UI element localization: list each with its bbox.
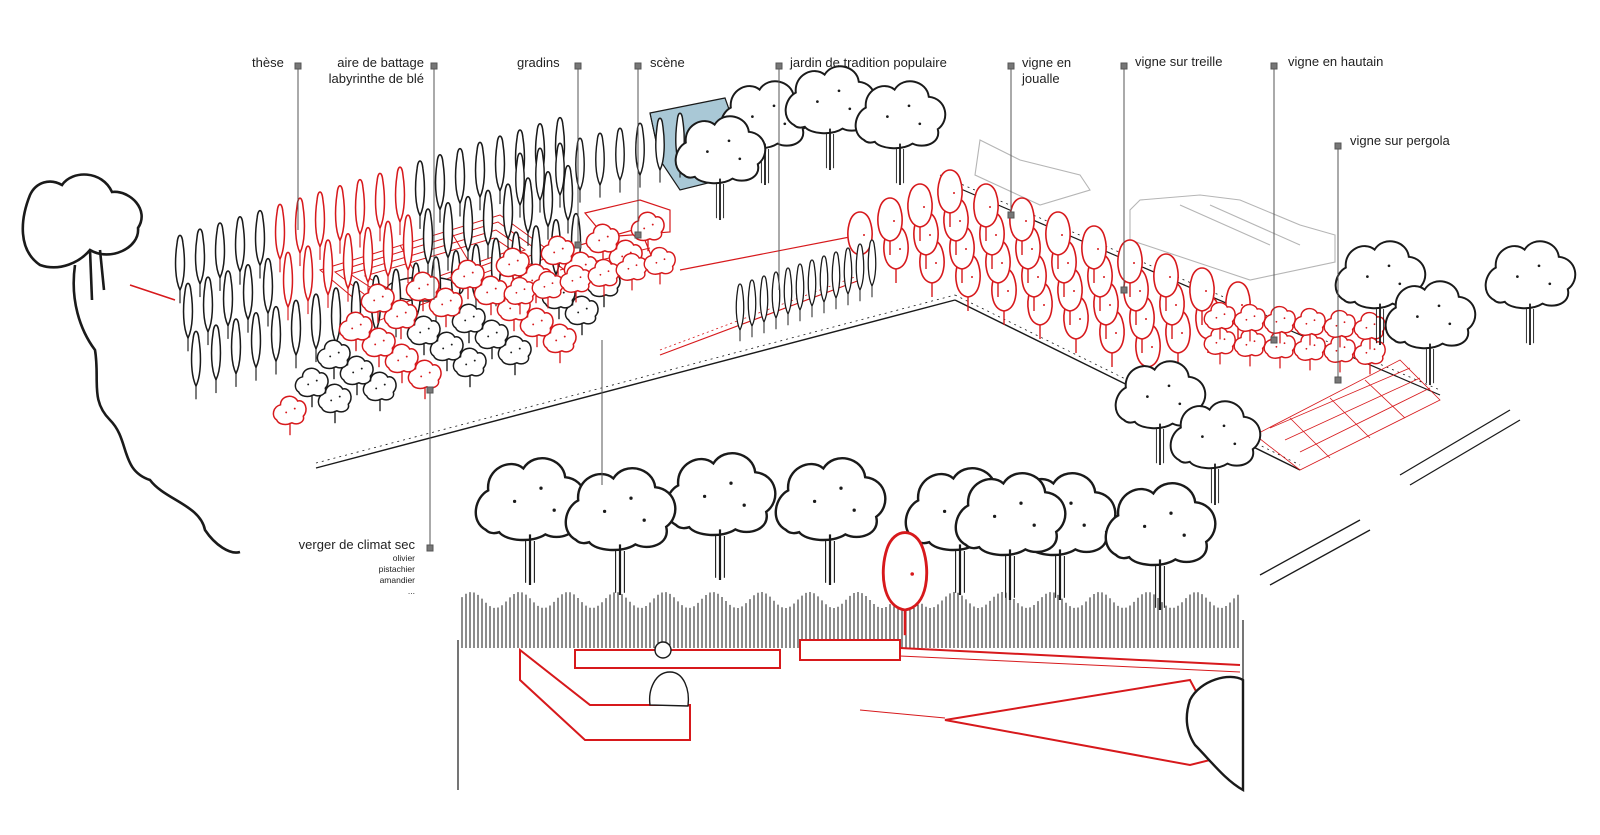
cypress-tree xyxy=(374,172,386,243)
edge-tree xyxy=(1384,280,1477,386)
label-vigne-joualle-1: vigne en xyxy=(1022,55,1072,70)
cypress-tree xyxy=(190,330,202,401)
garden-poplar xyxy=(855,243,865,302)
label-verger-ellipsis: ... xyxy=(407,586,415,596)
label-these: thèse xyxy=(252,55,284,70)
garden-poplar xyxy=(831,251,841,310)
label-labyrinthe-de-ble: labyrinthe de blé xyxy=(328,71,424,86)
garden-poplar xyxy=(795,263,805,322)
garden-poplar xyxy=(867,239,877,298)
leader-lines xyxy=(294,62,1342,552)
label-gradins: gradins xyxy=(517,55,560,70)
garden-poplar xyxy=(819,255,829,314)
cypress-tree xyxy=(502,183,514,253)
cypress-rows xyxy=(174,112,685,401)
label-vigne-joualle-2: joualle xyxy=(1022,71,1060,86)
cypress-tree xyxy=(210,324,222,394)
cypress-tree xyxy=(362,226,374,297)
label-vigne-sur-treille: vigne sur treille xyxy=(1135,54,1223,69)
pergola-area xyxy=(1254,359,1441,471)
cypress-tree xyxy=(334,185,346,255)
cypress-tree xyxy=(282,251,294,322)
cypress-tree xyxy=(234,216,246,286)
cypress-tree xyxy=(270,305,282,376)
inset-tree xyxy=(1104,481,1217,612)
cypress-tree xyxy=(414,160,426,230)
cypress-tree xyxy=(382,220,394,291)
garden-poplar xyxy=(843,247,853,306)
cypress-tree xyxy=(562,164,574,235)
orchard-tree xyxy=(272,395,307,436)
cypress-tree xyxy=(635,122,645,189)
label-verger-climat-sec: verger de climat sec xyxy=(298,537,415,552)
label-verger-amandier: amandier xyxy=(379,575,415,585)
inset-tree xyxy=(664,451,777,582)
cypress-tree xyxy=(250,312,262,382)
cypress-tree xyxy=(242,264,254,334)
left-large-tree xyxy=(21,173,241,554)
edge-tree xyxy=(854,80,947,186)
label-jardin-tradition: jardin de tradition populaire xyxy=(790,55,947,70)
cypress-tree xyxy=(322,239,334,309)
garden-poplar xyxy=(759,275,769,334)
label-aire-de-battage: aire de battage xyxy=(337,55,424,70)
cypress-tree xyxy=(182,282,194,353)
cypress-tree xyxy=(474,141,486,212)
cypress-tree xyxy=(230,318,242,388)
cypress-tree xyxy=(254,209,266,280)
cypress-tree xyxy=(302,245,314,315)
cypress-tree xyxy=(542,171,554,241)
cypress-tree xyxy=(290,299,302,370)
cypress-tree xyxy=(174,234,186,305)
cypress-tree xyxy=(194,228,206,298)
label-scene: scène xyxy=(650,55,685,70)
label-vigne-en-hautain: vigne en hautain xyxy=(1288,54,1384,69)
cypress-tree xyxy=(274,203,286,274)
inset-tree xyxy=(954,471,1067,602)
cypress-tree xyxy=(522,177,534,247)
cypress-tree xyxy=(615,127,625,194)
garden-poplar xyxy=(735,283,745,342)
cypress-tree xyxy=(354,178,366,249)
orchard-tree xyxy=(643,246,676,286)
right-roads xyxy=(1259,409,1521,586)
garden-poplar xyxy=(807,259,817,318)
cypress-tree xyxy=(494,135,506,205)
cypress-tree xyxy=(214,222,226,292)
perspective-inset xyxy=(457,451,1245,793)
cypress-tree xyxy=(655,117,665,184)
cypress-tree xyxy=(394,166,406,236)
cypress-tree xyxy=(575,137,585,204)
inset-tree xyxy=(564,466,677,597)
cypress-tree xyxy=(454,147,466,218)
inset-tree xyxy=(774,456,887,587)
label-verger-pistachier: pistachier xyxy=(378,564,415,574)
cypress-tree xyxy=(222,270,234,340)
cypress-tree xyxy=(342,233,354,303)
cypress-tree xyxy=(314,191,326,261)
garden-poplar xyxy=(783,267,793,326)
greenhouse-outlines xyxy=(974,139,1336,281)
cypress-tree xyxy=(202,276,214,346)
cypress-tree xyxy=(482,189,494,260)
label-vigne-sur-pergola: vigne sur pergola xyxy=(1350,133,1450,148)
cypress-tree xyxy=(422,208,434,278)
cypress-tree xyxy=(434,154,446,224)
garden-poplar xyxy=(747,279,757,338)
cypress-tree xyxy=(294,197,306,267)
cypress-tree xyxy=(402,214,414,284)
cypress-tree xyxy=(595,132,605,199)
vineyard-trees xyxy=(847,169,1386,382)
cypress-tree xyxy=(442,202,454,272)
cypress-tree xyxy=(262,257,274,328)
edge-tree xyxy=(1484,240,1577,346)
edge-tree xyxy=(674,115,767,221)
label-verger-olivier: olivier xyxy=(392,553,415,563)
